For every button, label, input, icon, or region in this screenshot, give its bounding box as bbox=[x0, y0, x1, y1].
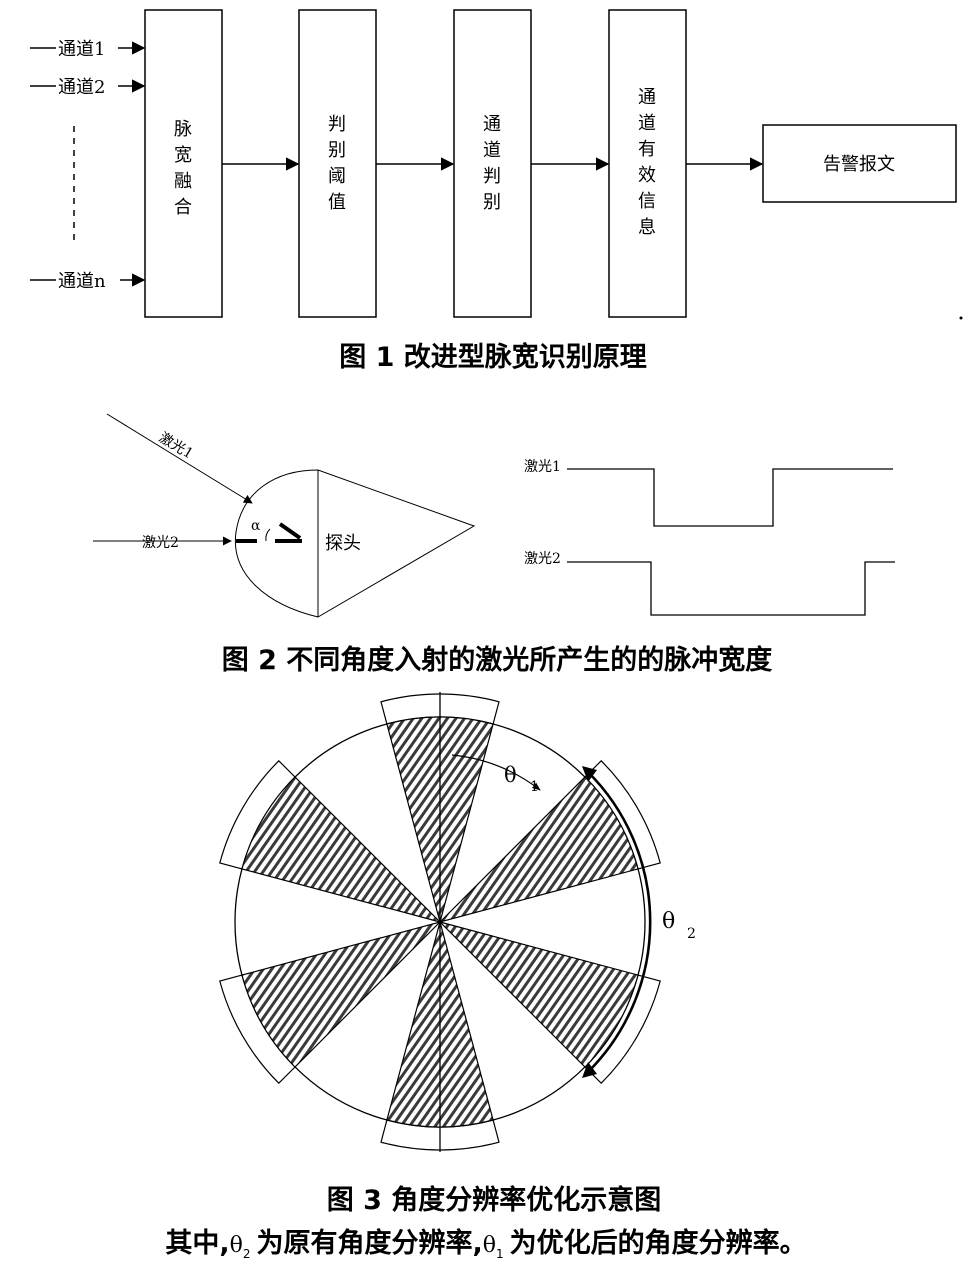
hatched-sector-6 bbox=[241, 776, 443, 924]
ring-segment-6 bbox=[219, 759, 296, 870]
input-label-2: 通道2 bbox=[58, 77, 105, 98]
block3-line3: 判 bbox=[483, 166, 501, 187]
ring-segment-5 bbox=[219, 974, 296, 1085]
theta2-subscript: 2 bbox=[687, 926, 696, 942]
theta2-arc bbox=[587, 771, 652, 1073]
input-label-n: 通道n bbox=[58, 271, 106, 292]
theta2-arrowhead-top bbox=[582, 766, 597, 782]
note-part-2: 为原有角度分辨率, bbox=[257, 1227, 483, 1259]
block4-line4: 效 bbox=[638, 165, 656, 186]
block2-line3: 阈 bbox=[328, 166, 346, 187]
input-channel-n: 通道n bbox=[30, 271, 146, 292]
note-part-3: 为优化后的角度分辨率。 bbox=[510, 1227, 807, 1259]
alpha-label: α bbox=[251, 518, 261, 534]
laser1-dash bbox=[278, 522, 302, 540]
block4-line2: 道 bbox=[638, 113, 656, 134]
laser1-beam bbox=[106, 413, 253, 504]
block-pulse-fusion bbox=[144, 9, 223, 318]
input-channel-1: 通道1 bbox=[30, 39, 146, 60]
block2-line4: 值 bbox=[328, 192, 346, 213]
block1-line3: 融 bbox=[174, 171, 192, 192]
probe-body bbox=[234, 469, 476, 618]
figure3-caption: 图 3 角度分辨率优化示意图 bbox=[327, 1184, 662, 1216]
input-label-1: 通道1 bbox=[58, 39, 105, 60]
figure2-caption: 图 2 不同角度入射的激光所产生的的脉冲宽度 bbox=[222, 644, 773, 676]
block2-line2: 别 bbox=[328, 140, 346, 161]
hatched-sector-3 bbox=[437, 920, 639, 1068]
ring-segment-3 bbox=[584, 974, 661, 1085]
theta1-subscript: 1 bbox=[530, 779, 539, 795]
note-theta2-sub: 2 bbox=[243, 1247, 251, 1261]
block3-line2: 道 bbox=[483, 140, 501, 161]
block4-line5: 信 bbox=[638, 191, 656, 212]
theta2-symbol: θ bbox=[662, 909, 675, 934]
waveform-laser2 bbox=[567, 561, 895, 616]
block-channel-judge bbox=[453, 9, 532, 318]
stray-dot bbox=[959, 316, 963, 320]
block4-line3: 有 bbox=[638, 139, 656, 160]
block4-line6: 息 bbox=[638, 217, 656, 238]
note-part-1: 其中, bbox=[165, 1228, 229, 1259]
note-theta1: θ bbox=[483, 1233, 496, 1258]
block1-line2: 宽 bbox=[174, 145, 192, 166]
block1-line1: 脉 bbox=[174, 119, 192, 140]
block3-line4: 别 bbox=[483, 192, 501, 213]
hatched-sector-2 bbox=[437, 776, 639, 924]
waveform-laser1 bbox=[567, 468, 893, 527]
ring-segment-2 bbox=[584, 759, 661, 870]
laser1-label: 激光1 bbox=[156, 429, 196, 463]
block3-line1: 通 bbox=[483, 114, 501, 135]
figure1-flowchart: 通道1 通道2 通道n 脉 宽 融 合 判 别 阈 值 通 bbox=[30, 9, 963, 373]
wave-label-2: 激光2 bbox=[524, 550, 561, 567]
block5-label: 告警报文 bbox=[823, 154, 895, 175]
block-threshold bbox=[298, 9, 377, 318]
wave-label-1: 激光1 bbox=[524, 458, 561, 475]
alpha-arc bbox=[265, 528, 271, 542]
hatched-sector-5 bbox=[241, 920, 443, 1068]
block1-line4: 合 bbox=[174, 197, 192, 218]
probe-label: 探头 bbox=[325, 533, 361, 554]
note-theta2: θ bbox=[230, 1233, 243, 1258]
figure1-caption: 图 1 改进型脉宽识别原理 bbox=[339, 341, 647, 373]
theta2-arrowhead-bottom bbox=[582, 1062, 597, 1078]
theta1-arc bbox=[451, 754, 541, 791]
block2-line1: 判 bbox=[328, 114, 346, 135]
block4-line1: 通 bbox=[638, 87, 656, 108]
laser2-label: 激光2 bbox=[142, 534, 179, 551]
theta1-symbol: θ bbox=[504, 763, 517, 787]
block-valid-info bbox=[608, 9, 687, 318]
figure2-diagram: 激光1 激光2 α 探头 激光1 激光2 图 2 不同角度入射的激光所产生的的脉… bbox=[93, 413, 895, 676]
note-theta1-sub: 1 bbox=[496, 1247, 504, 1261]
input-channel-2: 通道2 bbox=[30, 77, 146, 98]
